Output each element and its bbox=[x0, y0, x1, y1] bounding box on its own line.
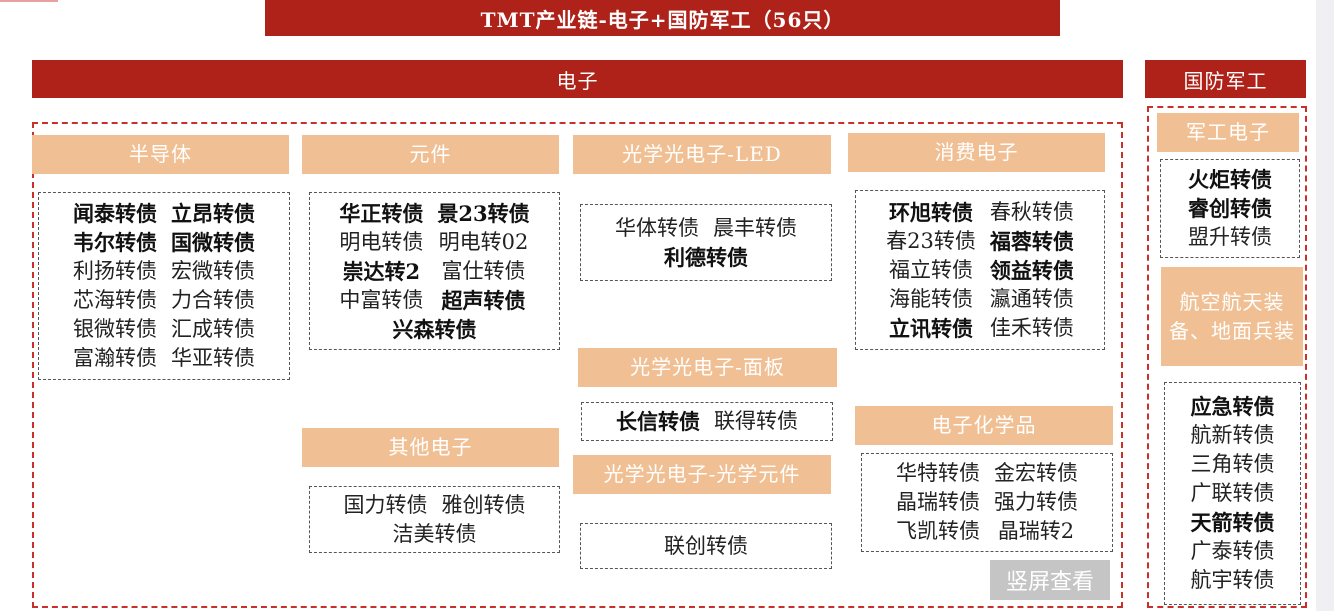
box-other: 国力转债雅创转债洁美转债 bbox=[309, 486, 560, 553]
bond-item: 联创转债 bbox=[664, 533, 748, 558]
bond-item: 富仕转债 bbox=[441, 258, 526, 283]
bond-item: 芯海转债 bbox=[73, 288, 157, 312]
bond-item: 力合转债 bbox=[171, 288, 255, 312]
box-aerospace: 应急转债航新转债三角转债广联转债天箭转债广泰转债航宇转债 bbox=[1164, 382, 1301, 605]
bond-item: 雅创转债 bbox=[441, 492, 526, 517]
portrait-view-watermark[interactable]: 竖屏查看 bbox=[990, 560, 1110, 600]
header-panel: 光学光电子-面板 bbox=[578, 348, 837, 387]
corner-mark bbox=[0, 0, 58, 2]
bond-item: 福蓉转债 bbox=[989, 228, 1074, 254]
box-panel: 长信转债联得转债 bbox=[581, 402, 833, 441]
bond-item: 兴森转债 bbox=[392, 316, 477, 342]
bond-item: 中富转债 bbox=[339, 287, 424, 312]
electronics-header: 电子 bbox=[32, 60, 1123, 98]
defense-header: 国防军工 bbox=[1145, 60, 1306, 98]
header-led: 光学光电子-LED bbox=[573, 135, 831, 174]
header-military-electronics: 军工电子 bbox=[1157, 113, 1299, 152]
bond-item: 天箭转债 bbox=[1190, 510, 1275, 535]
bond-item: 景23转债 bbox=[437, 200, 530, 226]
header-components: 元件 bbox=[302, 135, 559, 174]
bond-item: 宏微转债 bbox=[171, 259, 255, 283]
bond-item: 韦尔转债 bbox=[73, 230, 157, 255]
defense-section bbox=[1147, 106, 1307, 608]
bond-list: 应急转债航新转债三角转债广联转债天箭转债广泰转债航宇转债 bbox=[1191, 392, 1275, 595]
bond-item: 明电转02 bbox=[438, 229, 529, 254]
bond-item: 福立转债 bbox=[888, 257, 973, 282]
bond-item: 利德转债 bbox=[664, 244, 748, 270]
bond-list: 火炬转债睿创转债盟升转债 bbox=[1188, 165, 1272, 252]
bond-item: 春23转债 bbox=[886, 228, 976, 253]
bond-item: 环旭转债 bbox=[888, 199, 973, 225]
bond-item: 闻泰转债 bbox=[73, 201, 157, 226]
bond-item: 广泰转债 bbox=[1190, 539, 1275, 563]
bond-item: 晶瑞转债 bbox=[896, 490, 980, 514]
bond-item: 华体转债 bbox=[615, 215, 699, 240]
bond-list: 闻泰转债立昂转债韦尔转债国微转债利扬转债宏微转债芯海转债力合转债银微转债汇成转债… bbox=[73, 199, 255, 373]
bond-item: 国微转债 bbox=[171, 230, 255, 255]
bond-item: 春秋转债 bbox=[989, 199, 1074, 224]
bond-list: 华正转债景23转债明电转债明电转02 崇达转2 富仕转债中富转债超声转债兴森转债 bbox=[339, 199, 529, 344]
bond-item: 银微转债 bbox=[73, 317, 157, 341]
header-semiconductor: 半导体 bbox=[32, 135, 289, 174]
bond-item: 三角转债 bbox=[1190, 452, 1275, 476]
bond-item: 晨丰转债 bbox=[713, 215, 797, 240]
header-aerospace: 航空航天装备、地面兵装 bbox=[1161, 267, 1303, 366]
bond-item: 崇达转2 bbox=[342, 258, 421, 284]
bond-item: 长信转债 bbox=[616, 409, 700, 434]
bond-item: 国力转债 bbox=[343, 492, 428, 517]
bond-item: 火炬转债 bbox=[1188, 167, 1272, 192]
bond-item: 睿创转债 bbox=[1188, 196, 1272, 221]
bond-list: 国力转债雅创转债洁美转债 bbox=[344, 491, 526, 549]
box-chemicals: 华特转债金宏转债晶瑞转债强力转债飞凯转债晶瑞转2 bbox=[861, 453, 1113, 552]
bond-item: 洁美转债 bbox=[392, 521, 477, 546]
box-components: 华正转债景23转债明电转债明电转02 崇达转2 富仕转债中富转债超声转债兴森转债 bbox=[309, 192, 560, 350]
bond-item: 联得转债 bbox=[714, 409, 798, 433]
box-optics: 联创转债 bbox=[580, 523, 832, 569]
box-semiconductor: 闻泰转债立昂转债韦尔转债国微转债利扬转债宏微转债芯海转债力合转债银微转债汇成转债… bbox=[38, 192, 290, 380]
header-optics: 光学光电子-光学元件 bbox=[573, 455, 831, 494]
bond-item: 华特转债 bbox=[896, 461, 980, 485]
header-other: 其他电子 bbox=[302, 428, 559, 467]
bond-item: 富瀚转债 bbox=[73, 346, 157, 370]
bond-item: 华亚转债 bbox=[171, 346, 255, 370]
bond-item: 海能转债 bbox=[888, 286, 973, 311]
bond-item: 晶瑞转2 bbox=[997, 519, 1075, 543]
bond-item: 利扬转债 bbox=[73, 259, 157, 283]
bond-item: 立讯转债 bbox=[888, 315, 973, 341]
box-led: 华体转债晨丰转债利德转债 bbox=[580, 204, 832, 281]
bond-item: 金宏转债 bbox=[994, 461, 1078, 485]
bond-item: 应急转债 bbox=[1190, 394, 1275, 419]
bond-list: 长信转债联得转债 bbox=[616, 407, 798, 436]
bond-list: 华体转债晨丰转债利德转债 bbox=[615, 214, 797, 272]
box-consumer: 环旭转债春秋转债春23转债福蓉转债福立转债领益转债海能转债瀛通转债立讯转债佳禾转… bbox=[855, 190, 1105, 350]
bond-item: 航宇转债 bbox=[1190, 568, 1275, 592]
electronics-section bbox=[32, 122, 1123, 608]
page-title: TMT产业链-电子+国防军工（56只） bbox=[265, 0, 1060, 36]
bond-item: 强力转债 bbox=[994, 490, 1078, 514]
bond-list: 环旭转债春秋转债春23转债福蓉转债福立转债领益转债海能转债瀛通转债立讯转债佳禾转… bbox=[886, 198, 1074, 343]
bond-item: 超声转债 bbox=[441, 287, 526, 313]
bond-item: 广联转债 bbox=[1190, 481, 1275, 505]
bond-list: 华特转债金宏转债晶瑞转债强力转债飞凯转债晶瑞转2 bbox=[896, 459, 1078, 546]
header-consumer: 消费电子 bbox=[848, 133, 1105, 172]
bond-item: 汇成转债 bbox=[171, 317, 255, 341]
bond-item: 华正转债 bbox=[339, 200, 424, 226]
right-edge bbox=[1316, 0, 1334, 611]
bond-item: 明电转债 bbox=[339, 229, 424, 254]
bond-item: 航新转债 bbox=[1190, 423, 1275, 447]
bond-item: 立昂转债 bbox=[171, 201, 255, 226]
bond-item: 领益转债 bbox=[989, 257, 1074, 283]
header-chemicals: 电子化学品 bbox=[855, 406, 1113, 445]
bond-item: 瀛通转债 bbox=[989, 286, 1074, 311]
bond-item: 佳禾转债 bbox=[989, 315, 1074, 340]
bond-list: 联创转债 bbox=[664, 532, 748, 561]
box-military-electronics: 火炬转债睿创转债盟升转债 bbox=[1160, 159, 1300, 258]
bond-item: 飞凯转债 bbox=[896, 519, 980, 543]
bond-item: 盟升转债 bbox=[1188, 225, 1272, 249]
